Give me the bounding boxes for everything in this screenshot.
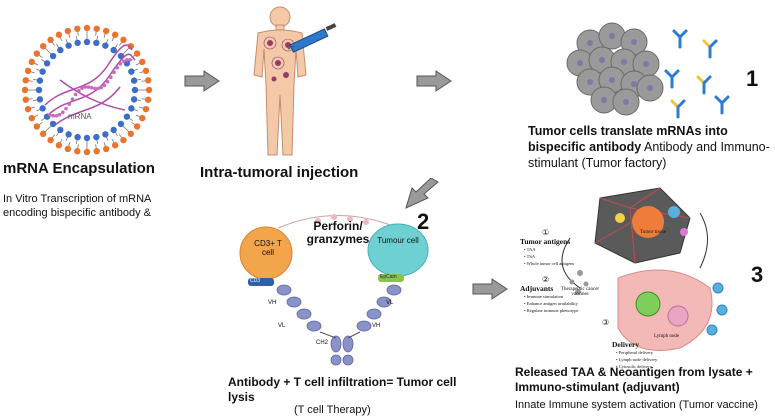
flow-arrow-1 — [184, 70, 220, 92]
tumor-antigens-heading: Tumor antigens — [520, 237, 571, 246]
bullet: • Lymph node delivery — [616, 357, 658, 362]
bullet: • Cytosolic delivery — [616, 364, 652, 369]
mrna-label: mRNA — [68, 112, 92, 121]
lipid-shell — [21, 24, 153, 156]
tumour-cell-label: Tumour cell — [377, 236, 419, 245]
step2-title: Intra-tumoral injection — [200, 164, 359, 181]
human-body-figure — [253, 6, 337, 156]
bispecific-antibodies — [664, 29, 730, 119]
bullet: • Peripheral delivery — [616, 350, 654, 355]
epcam-receptor — [378, 274, 404, 282]
flow-arrow-4 — [472, 278, 508, 300]
tumor-antigens-number: ① — [542, 228, 550, 237]
bullet: • TAA — [524, 247, 536, 252]
immune-cells — [706, 282, 728, 336]
list-item: ② Adjuvants • Immune stimulation • Enhan… — [520, 275, 620, 314]
flow-arrow-2 — [416, 70, 452, 92]
vh-label-left: VH — [268, 300, 277, 306]
perforin-label: Perforin/ granzymes — [306, 219, 370, 246]
delivery-block: Delivery • Peripheral delivery • Lymph n… — [612, 340, 692, 370]
step2-number: 2 — [417, 209, 430, 234]
step3-number: 3 — [751, 262, 764, 287]
ch2-label: CH2 — [316, 340, 329, 346]
tcell-antibody-panel — [239, 214, 429, 366]
cd3-label: CD3 — [250, 278, 261, 284]
tumor-tissue-label: Tumor tissue — [640, 230, 667, 235]
therapeutic-vaccine-label: Therapeutic cancer vaccines — [560, 287, 600, 297]
step5-title: Released TAA & Neoantigen from lysate + … — [515, 365, 753, 394]
vaccine-particles — [569, 270, 589, 295]
mrna-strands — [44, 44, 136, 126]
mrna-dots — [48, 57, 132, 118]
tumor-cell-cluster — [566, 22, 664, 116]
list-item: ① Tumor antigens • TAA • TSA • Whole tum… — [520, 228, 620, 267]
step1-number: 1 — [746, 66, 759, 91]
lymph-node-label: Lymph node — [654, 334, 680, 339]
bispecific-antibody-diagram — [276, 284, 402, 366]
list-item: ③ — [520, 318, 620, 327]
cd3-receptor — [248, 278, 274, 286]
lipid-nanoparticle: mRNA — [21, 24, 153, 156]
step4-subtitle: (T cell Therapy) — [294, 404, 371, 416]
tumor-sites — [267, 40, 291, 82]
vh-label-right: VH — [372, 323, 381, 329]
epcam-label: EpCam — [380, 274, 397, 280]
syringe-icon — [287, 23, 337, 53]
vaccine-illustration — [561, 187, 728, 351]
vl-label-right: VL — [386, 300, 394, 306]
step4-title: Antibody + T cell infiltration= Tumor ce… — [228, 375, 457, 404]
perforin-granules — [315, 214, 369, 225]
step3-caption: Tumor cells translate mRNAs into bispeci… — [528, 123, 773, 171]
bullet: • Regulate immune phenotype — [524, 308, 579, 313]
adjuvants-number: ② — [542, 275, 550, 284]
bullet: • Immune stimulation — [524, 294, 564, 299]
tumor-tissue — [594, 187, 691, 264]
bullet: • Enhance antigen availability — [524, 301, 578, 306]
bullet: • Whole tumor cell antigens — [524, 261, 575, 266]
step5-subtitle: Innate Immune system activation (Tumor v… — [515, 399, 758, 411]
lymph-node — [617, 269, 713, 351]
vaccine-component-list: ① Tumor antigens • TAA • TSA • Whole tum… — [520, 228, 620, 327]
tcell-label: CD3+ T cell — [254, 239, 282, 257]
flow-arrow-3 — [405, 178, 439, 209]
step1-desc: In Vitro Transcription of mRNA encoding … — [3, 193, 151, 219]
delivery-heading: Delivery — [612, 340, 640, 349]
step1-title: mRNA Encapsulation — [3, 160, 155, 177]
step3-title-rest: Antibody and Immuno-stimulant (Tumor fac… — [528, 140, 770, 170]
vl-label-left: VL — [278, 323, 286, 329]
bullet: • TSA — [524, 254, 536, 259]
adjuvants-heading: Adjuvants — [520, 284, 554, 293]
delivery-number: ③ — [602, 318, 610, 327]
step3-title-bold: Tumor cells translate mRNAs into bispeci… — [528, 124, 728, 154]
